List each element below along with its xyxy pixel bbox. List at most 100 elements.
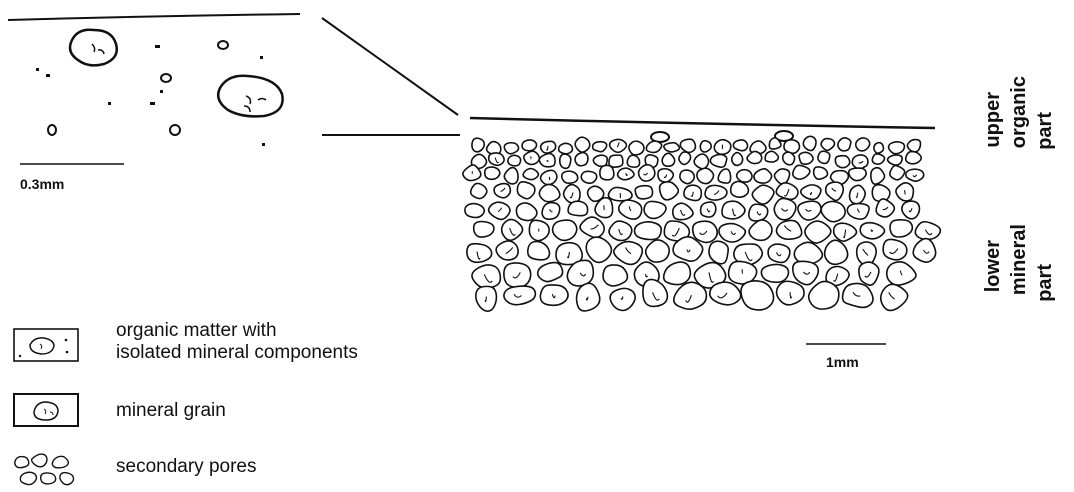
mineral-grain [843, 283, 873, 307]
mineral-grain [593, 142, 607, 152]
mineral-grain [718, 169, 730, 183]
mineral-grain [774, 169, 789, 184]
mineral-grain [465, 204, 484, 218]
mineral-grain [793, 165, 810, 179]
zone-word: mineral [1008, 224, 1030, 295]
mineral-grain [784, 140, 799, 153]
mineral-grain [783, 152, 795, 165]
mineral-grain [700, 141, 711, 152]
mineral-grain [799, 152, 813, 164]
mineral-grain [643, 279, 668, 306]
mineral-grain [752, 185, 774, 204]
mineral-grain [41, 473, 56, 484]
mineral-grain [710, 154, 726, 167]
mineral-grain [609, 221, 632, 240]
mineral-grain [679, 152, 691, 165]
zone-word: upper [982, 92, 1004, 148]
organic-matter-swatch-icon [14, 329, 78, 361]
mineral-grain [614, 242, 643, 265]
mineral-grain [504, 263, 531, 287]
mineral-grain [658, 169, 673, 182]
mineral-grain [20, 472, 36, 484]
inset-surface-line [8, 14, 300, 20]
mineral-grain [852, 155, 868, 169]
mineral-grain [639, 165, 655, 181]
mineral-grain [504, 286, 535, 305]
mineral-grain [474, 222, 494, 238]
mineral-grain [883, 239, 907, 259]
mineral-grain [646, 240, 670, 262]
mineral-grain [600, 165, 614, 180]
mineral-grain [737, 170, 752, 182]
legend-label-secondary-pores: secondary pores [116, 456, 256, 478]
mineral-grain [472, 138, 484, 152]
mineral-grain [562, 171, 578, 183]
mineral-grain [609, 155, 623, 167]
mineral-grain [732, 153, 743, 166]
mineral-grain [913, 239, 935, 263]
inset-grain-large-1 [70, 30, 117, 66]
legend-label-mineral-grain: mineral grain [116, 400, 226, 422]
mineral-grain [644, 201, 666, 218]
mineral-grain [664, 143, 680, 152]
mineral-grain [523, 169, 538, 180]
mineral-grain [504, 168, 518, 184]
mineral-grain [538, 263, 563, 282]
connector-upper [322, 18, 458, 115]
mineral-grain [835, 156, 849, 168]
mineral-grain-layer [463, 136, 941, 311]
mineral-grain [593, 155, 607, 166]
mineral-grain [814, 167, 828, 179]
zone-word: part [1034, 264, 1056, 302]
mineral-grain [646, 141, 661, 152]
mineral-grain [722, 201, 745, 219]
mineral-grain [826, 182, 844, 200]
mineral-grain [902, 201, 920, 219]
mineral-grain [768, 244, 790, 262]
mineral-grain [890, 220, 912, 237]
mineral-grain [888, 155, 903, 165]
mineral-grain [489, 153, 504, 165]
mineral-grain [610, 288, 635, 310]
mineral-grain [747, 151, 762, 163]
mineral-grain [872, 154, 884, 164]
mineral-grain [776, 183, 798, 200]
mineral-grain [731, 181, 749, 197]
mineral-grain [502, 219, 523, 240]
legend-line: secondary pores [116, 456, 256, 478]
mineral-grain [568, 201, 588, 216]
mineral-grain [662, 153, 674, 166]
mineral-grain [559, 143, 573, 153]
mineral-grain [485, 167, 500, 179]
mineral-grain [705, 185, 727, 200]
mineral-grain [575, 153, 588, 166]
mineral-grain [749, 204, 768, 221]
mineral-grain [581, 171, 596, 183]
mineral-grain [15, 457, 29, 468]
legend-line: isolated mineral components [116, 342, 358, 364]
surface-line [470, 118, 935, 128]
mineral-grain [60, 473, 74, 485]
mineral-grain [741, 281, 774, 310]
mineral-grain [471, 183, 487, 198]
mineral-grain [629, 141, 644, 155]
mineral-grain [539, 184, 559, 201]
mineral-grain [664, 262, 691, 285]
mineral-grain [524, 151, 540, 164]
main-scale-label: 1mm [826, 354, 859, 370]
mineral-grain [818, 151, 830, 163]
legend-label-organic-matter: organic matter with isolated mineral com… [116, 320, 358, 364]
mineral-grain [697, 168, 714, 183]
mineral-grain [522, 140, 536, 151]
mineral-grain [856, 138, 870, 151]
mineral-grain [52, 456, 68, 468]
mineral-grain [881, 284, 908, 310]
zone-word: organic [1008, 76, 1030, 148]
mineral-grain [709, 241, 728, 264]
mineral-grain [508, 155, 521, 165]
mineral-grain [874, 143, 884, 154]
mineral-grain [821, 201, 845, 221]
mineral-grain [838, 138, 851, 151]
mineral-grain [871, 168, 885, 184]
inset-scale-label: 0.3mm [20, 176, 64, 192]
